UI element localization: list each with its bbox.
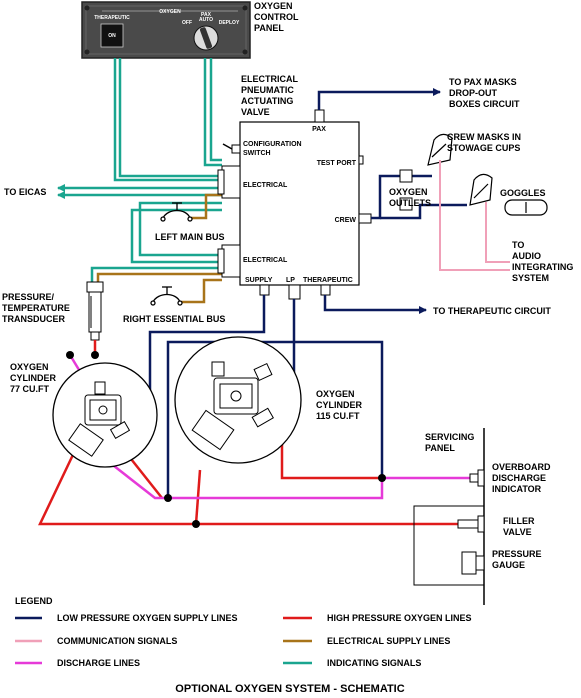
crew-mask-stowage-cup-1 [427,133,453,166]
pressure-gauge-label-1: PRESSURE [492,549,542,559]
lp-port-label: LP [286,277,295,284]
pax-masks-dest-3: BOXES CIRCUIT [449,99,520,109]
servicing-panel-label-2: PANEL [425,443,455,453]
cylinder-77-label-1: OXYGEN [10,362,49,372]
overboard-label-1: OVERBOARD [492,462,551,472]
oxygen-cylinder-115 [174,336,302,464]
schematic-title: OPTIONAL OXYGEN SYSTEM - SCHEMATIC [175,683,404,695]
oxygen-outlets-label-2: OUTLETS [389,198,431,208]
servicing-panel-label-1: SERVICING [425,432,474,442]
control-panel-title-2: CONTROL [254,12,299,22]
legend-label-indicating: INDICATING SIGNALS [327,658,421,668]
cylinder-115-label-1: OXYGEN [316,389,355,399]
therapeutic-port-label: THERAPEUTIC [303,277,353,284]
cylinder-77-label-2: CYLINDER [10,373,57,383]
pax-masks-dest-1: TO PAX MASKS [449,77,517,87]
legend-label-communication: COMMUNICATION SIGNALS [57,636,177,646]
legend-title: LEGEND [15,596,53,606]
therapeutic-switch-on-label: ON [108,33,116,39]
overboard-label-2: DISCHARGE [492,473,546,483]
oxygen-control-panel: OXYGEN THERAPEUTIC ON PAX AUTO OFF DEPLO… [81,1,299,59]
right-essential-bus-label: RIGHT ESSENTIAL BUS [123,314,225,324]
actuating-valve [217,109,372,300]
audio-dest-3: INTEGRATING [512,262,573,272]
filler-valve [457,515,485,533]
pax-masks-dest-2: DROP-OUT [449,88,497,98]
audio-dest-4: SYSTEM [512,273,549,283]
crew-masks-label-1: CREW MASKS IN [447,132,521,142]
overboard-discharge-indicator [469,469,485,487]
panel-therapeutic-label: THERAPEUTIC [94,15,130,21]
knob-label-off: OFF [182,20,192,26]
overboard-label-3: INDICATOR [492,484,542,494]
therapeutic-switch[interactable] [100,23,124,48]
legend-label-electrical: ELECTRICAL SUPPLY LINES [327,636,450,646]
filler-valve-label-2: VALVE [503,527,532,537]
electrical-connector-1-label: ELECTRICAL [243,182,288,189]
left-main-bus-label: LEFT MAIN BUS [155,232,225,242]
legend: LEGEND LOW PRESSURE OXYGEN SUPPLY LINES … [15,596,472,668]
cylinder-115-label-2: CYLINDER [316,400,363,410]
legend-label-discharge: DISCHARGE LINES [57,658,140,668]
filler-valve-label-1: FILLER [503,516,535,526]
oxygen-outlets-label-1: OXYGEN [389,187,428,197]
panel-header: OXYGEN [159,9,181,15]
pax-selector-knob[interactable] [193,25,219,51]
test-port-label: TEST PORT [317,160,357,167]
goggles-label: GOGGLES [500,188,546,198]
transducer-label-2: TEMPERATURE [2,303,70,313]
cylinder-77-label-3: 77 CU.FT [10,384,50,394]
electrical-supply-lines [96,193,222,304]
supply-port-label: SUPPLY [245,277,273,284]
pressure-temperature-transducer [86,281,104,341]
communication-signal-lines [439,160,510,271]
valve-title-2: PNEUMATIC [241,85,294,95]
knob-label-auto: AUTO [199,17,213,23]
transducer-label-3: TRANSDUCER [2,314,66,324]
pressure-gauge-label-2: GAUGE [492,560,525,570]
left-main-bus-breaker [160,202,193,222]
electrical-connector-2-label: ELECTRICAL [243,257,288,264]
valve-title-4: VALVE [241,107,270,117]
servicing-panel [413,428,485,605]
crew-masks-label-2: STOWAGE CUPS [447,143,520,153]
pax-port-label: PAX [312,126,326,133]
goggles-icon [504,199,548,216]
valve-title-3: ACTUATING [241,96,293,106]
crew-port-label: CREW [335,217,357,224]
knob-label-pax: PAX [201,12,212,18]
oxygen-cylinder-77 [52,362,158,468]
control-panel-title-3: PANEL [254,23,284,33]
legend-label-low-pressure: LOW PRESSURE OXYGEN SUPPLY LINES [57,613,238,623]
cylinder-115-label-3: 115 CU.FT [316,411,360,421]
audio-dest-1: TO [512,240,524,250]
audio-dest-2: AUDIO [512,251,541,261]
crew-mask-outlet-1 [399,169,413,211]
valve-title-1: ELECTRICAL [241,74,298,84]
therapeutic-circuit-dest: TO THERAPEUTIC CIRCUIT [433,306,551,316]
knob-label-deploy: DEPLOY [219,20,240,26]
eicas-dest: TO EICAS [4,187,46,197]
right-essential-bus-breaker [150,286,183,306]
indicating-signal-lines [57,58,222,282]
transducer-label-1: PRESSURE/ [2,292,55,302]
pressure-gauge [461,551,485,575]
legend-label-high-pressure: HIGH PRESSURE OXYGEN LINES [327,613,472,623]
control-panel-title-1: OXYGEN [254,1,293,11]
config-switch-label-2: SWITCH [243,150,271,157]
crew-mask-stowage-cup-2 [469,173,493,206]
config-switch-label-1: CONFIGURATION [243,141,302,148]
